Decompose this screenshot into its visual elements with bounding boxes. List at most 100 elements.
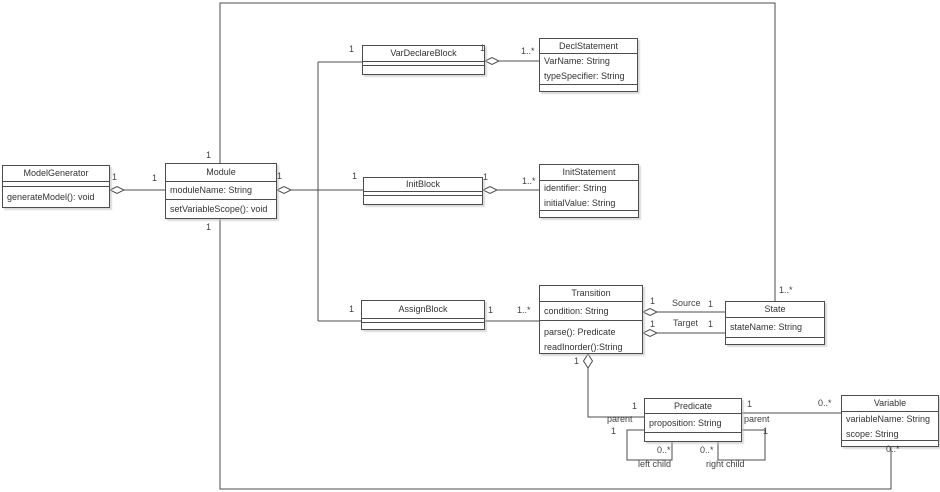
multiplicity-label: 1 bbox=[206, 150, 212, 160]
edge-transition-predicate bbox=[587, 368, 644, 418]
class-var-declare-block[interactable]: VarDeclareBlock bbox=[362, 45, 485, 75]
class-attributes: condition: String bbox=[540, 302, 642, 321]
aggregation-diamond bbox=[108, 185, 126, 195]
multiplicity-label: 1 bbox=[708, 299, 714, 309]
association-name-label: Source bbox=[672, 298, 701, 308]
multiplicity-label: 1 bbox=[650, 296, 656, 306]
class-attributes bbox=[363, 62, 484, 66]
class-init-block[interactable]: InitBlock bbox=[363, 177, 483, 205]
aggregation-diamond bbox=[481, 185, 499, 195]
attribute: identifier: String bbox=[544, 183, 607, 193]
role-label: parent bbox=[607, 414, 633, 424]
edge-module-variable bbox=[219, 219, 892, 490]
class-methods bbox=[540, 85, 637, 91]
multiplicity-label: 1 bbox=[349, 44, 355, 54]
class-attributes: identifier: String initialValue: String bbox=[540, 181, 638, 211]
attribute: proposition: String bbox=[649, 418, 722, 428]
class-attributes: VarName: String typeSpecifier: String bbox=[540, 54, 637, 85]
association-name-label: Target bbox=[673, 318, 699, 328]
aggregation-diamond bbox=[275, 185, 293, 195]
attribute: VarName: String bbox=[544, 56, 610, 66]
class-methods bbox=[726, 338, 824, 344]
multiplicity-label: 0..* bbox=[700, 445, 714, 455]
class-methods bbox=[363, 66, 484, 74]
class-title: Variable bbox=[842, 396, 938, 412]
class-methods bbox=[364, 196, 482, 204]
attribute: typeSpecifier: String bbox=[544, 71, 625, 81]
multiplicity-label: 1 bbox=[488, 305, 494, 315]
attribute: condition: String bbox=[544, 306, 609, 316]
class-title: Module bbox=[166, 164, 276, 182]
class-methods bbox=[540, 211, 638, 217]
multiplicity-label: 1 bbox=[747, 399, 753, 409]
method: setVariableScope(): void bbox=[170, 204, 268, 214]
multiplicity-label: 1 bbox=[112, 172, 118, 182]
multiplicity-label: 1 bbox=[611, 426, 617, 436]
class-decl-statement[interactable]: DeclStatement VarName: String typeSpecif… bbox=[539, 38, 638, 92]
class-assign-block[interactable]: AssignBlock bbox=[361, 300, 485, 330]
class-title: Transition bbox=[540, 286, 642, 302]
class-methods: setVariableScope(): void bbox=[166, 200, 276, 218]
attribute: stateName: String bbox=[730, 322, 803, 332]
attribute: scope: String bbox=[846, 429, 899, 439]
aggregation-diamond bbox=[641, 328, 659, 338]
class-transition[interactable]: Transition condition: String parse(): Pr… bbox=[539, 285, 643, 354]
class-title: VarDeclareBlock bbox=[363, 46, 484, 62]
class-attributes: stateName: String bbox=[726, 318, 824, 338]
multiplicity-label: 1 bbox=[480, 43, 486, 53]
multiplicity-label: 1 bbox=[277, 171, 283, 181]
method: readInorder():String bbox=[544, 342, 623, 352]
multiplicity-label: 0..* bbox=[818, 398, 832, 408]
class-model-generator[interactable]: ModelGenerator generateModel(): void bbox=[2, 165, 110, 208]
multiplicity-label: 1 bbox=[349, 304, 355, 314]
class-title: State bbox=[726, 302, 824, 318]
association-name-label: left child bbox=[638, 459, 672, 469]
multiplicity-label: 1 bbox=[632, 401, 638, 411]
class-title: AssignBlock bbox=[362, 301, 484, 319]
multiplicity-label: 1 bbox=[152, 173, 158, 183]
multiplicity-label: 1..* bbox=[779, 285, 793, 295]
multiplicity-label: 1 bbox=[708, 319, 714, 329]
class-attributes bbox=[3, 182, 109, 187]
attribute: initialValue: String bbox=[544, 198, 616, 208]
multiplicity-label: 1..* bbox=[522, 176, 536, 186]
edge-predicate-left-child bbox=[626, 429, 673, 461]
class-attributes bbox=[362, 319, 484, 323]
multiplicity-label: 1 bbox=[574, 356, 580, 366]
class-title: DeclStatement bbox=[540, 39, 637, 54]
multiplicity-label: 1..* bbox=[517, 305, 531, 315]
role-label: parent bbox=[744, 414, 770, 424]
class-title: ModelGenerator bbox=[3, 166, 109, 182]
class-attributes bbox=[364, 192, 482, 196]
aggregation-diamond bbox=[641, 307, 659, 317]
class-methods bbox=[645, 433, 741, 441]
class-methods bbox=[362, 323, 484, 329]
class-predicate[interactable]: Predicate proposition: String bbox=[644, 398, 742, 442]
edge-module-state bbox=[219, 2, 776, 301]
multiplicity-label: 1 bbox=[206, 222, 212, 232]
multiplicity-label: 1 bbox=[763, 426, 769, 436]
multiplicity-label: 1 bbox=[650, 319, 656, 329]
class-attributes: variableName: String scope: String bbox=[842, 412, 938, 441]
multiplicity-label: 0..* bbox=[886, 444, 900, 454]
class-state[interactable]: State stateName: String bbox=[725, 301, 825, 345]
class-methods: parse(): Predicate readInorder():String bbox=[540, 321, 642, 353]
class-title: Predicate bbox=[645, 399, 741, 414]
class-module[interactable]: Module moduleName: String setVariableSco… bbox=[165, 163, 277, 219]
class-title: InitStatement bbox=[540, 165, 638, 181]
attribute: moduleName: String bbox=[170, 185, 253, 195]
multiplicity-label: 1 bbox=[483, 172, 489, 182]
class-attributes: proposition: String bbox=[645, 414, 741, 433]
aggregation-diamond bbox=[582, 353, 594, 369]
association-name-label: right child bbox=[706, 459, 745, 469]
class-init-statement[interactable]: InitStatement identifier: String initial… bbox=[539, 164, 639, 218]
method: generateModel(): void bbox=[7, 192, 95, 202]
class-title: InitBlock bbox=[364, 178, 482, 192]
attribute: variableName: String bbox=[846, 414, 931, 424]
class-variable[interactable]: Variable variableName: String scope: Str… bbox=[841, 395, 939, 447]
multiplicity-label: 1 bbox=[352, 171, 358, 181]
aggregation-diamond bbox=[483, 56, 501, 66]
multiplicity-label: 0..* bbox=[657, 445, 671, 455]
